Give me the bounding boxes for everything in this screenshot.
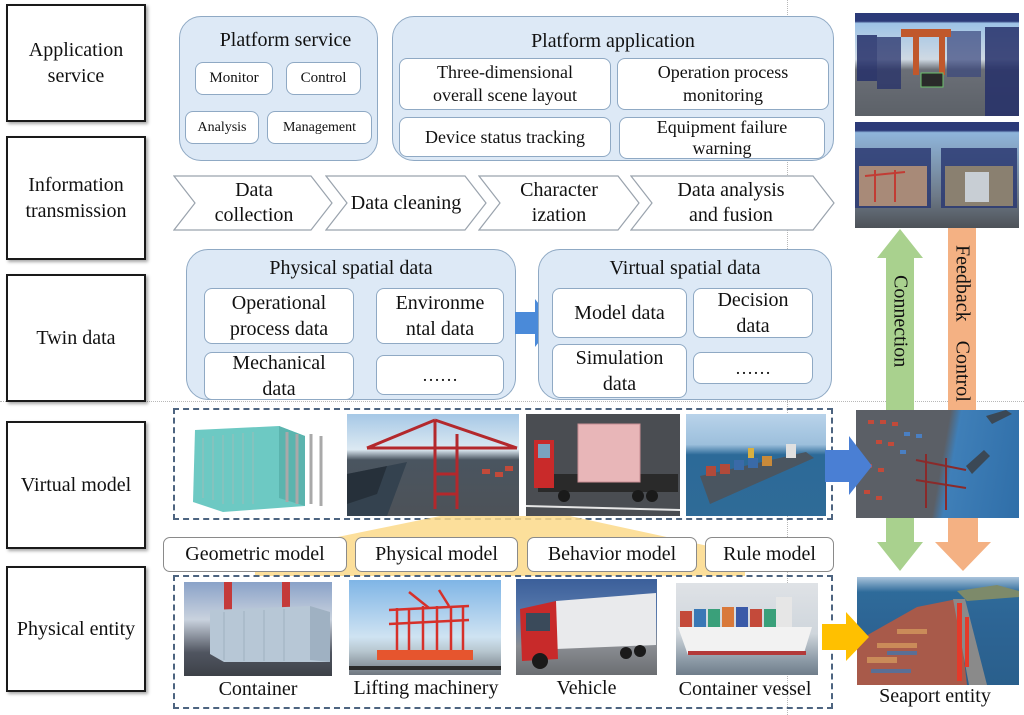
decision-data: Decision data (693, 288, 813, 338)
layer-label-information-transmission: Information transmission (6, 136, 146, 260)
service-analysis: Analysis (185, 111, 259, 144)
caption-container-vessel: Container vessel (678, 678, 812, 700)
platform-screenshot-monitoring (855, 122, 1019, 228)
step-data-cleaning: Data cleaning (325, 175, 487, 231)
app-equipment-failure-warning: Equipment failure warning (619, 117, 825, 159)
connection-arrow (877, 229, 923, 417)
service-monitor: Monitor (195, 62, 273, 95)
feedback-control-bar (948, 228, 976, 418)
chevron-shape (478, 175, 640, 231)
platform-application-panel: Platform application Three-dimensional o… (392, 16, 834, 161)
physical-data-more: …… (376, 355, 504, 395)
step-data-analysis-fusion: Data analysis and fusion (630, 175, 835, 231)
layer-label-application-service: Application service (6, 4, 146, 122)
chevron-shape (630, 175, 835, 231)
step-label: Data analysis and fusion (677, 179, 785, 226)
seaport-entity-photo (857, 577, 1019, 685)
connection-down-arrow (877, 518, 923, 571)
simulation-data: Simulation data (552, 344, 687, 398)
step-characterization: Character ization (478, 175, 640, 231)
layer-label-virtual-model: Virtual model (6, 421, 146, 549)
physical-spatial-data-panel: Physical spatial data Operational proces… (186, 249, 516, 400)
platform-application-title: Platform application (531, 30, 695, 52)
rule-model-tag: Rule model (705, 537, 834, 572)
service-control: Control (286, 62, 361, 95)
operational-process-data: Operational process data (204, 288, 354, 344)
geometric-model-tag: Geometric model (163, 537, 347, 572)
container-vessel-photo (676, 583, 818, 675)
step-label: Data collection (214, 179, 294, 226)
connection-label: Connection (889, 274, 912, 368)
divider-twin-virtual (0, 401, 1024, 402)
layer-label-physical-entity: Physical entity (6, 566, 146, 692)
physical-to-seaport-arrow (822, 612, 869, 661)
platform-service-title: Platform service (219, 29, 352, 51)
vessel-3d-model-image (686, 414, 826, 516)
caption-lifting-machinery: Lifting machinery (353, 677, 499, 699)
feedback-control-label: Feedback Control (951, 244, 974, 402)
platform-screenshot-3d-scene (855, 13, 1019, 116)
caption-container: Container (218, 678, 298, 700)
virtual-spatial-data-panel: Virtual spatial data Model data Decision… (538, 249, 832, 400)
container-photo (184, 582, 332, 676)
step-data-collection: Data collection (173, 175, 333, 231)
layer-label-twin-data: Twin data (6, 274, 146, 402)
chevron-shape (325, 175, 487, 231)
physical-model-tag: Physical model (355, 537, 518, 572)
step-label: Data cleaning (350, 191, 462, 214)
virtual-spatial-data-title: Virtual spatial data (609, 257, 761, 279)
environmental-data: Environme ntal data (376, 288, 504, 344)
caption-vehicle: Vehicle (556, 677, 617, 699)
virtual-data-more: …… (693, 352, 813, 384)
virtual-seaport-image (856, 410, 1019, 518)
lifting-machinery-photo (349, 580, 501, 675)
behavior-model-tag: Behavior model (527, 537, 697, 572)
container-3d-model-image (183, 418, 331, 514)
crane-3d-model-image (347, 414, 519, 516)
feedback-down-arrow (935, 518, 991, 571)
app-3d-scene-layout: Three-dimensional overall scene layout (399, 58, 611, 110)
app-device-status-tracking: Device status tracking (399, 117, 611, 157)
step-label: Character ization (520, 179, 598, 226)
chevron-shape (173, 175, 333, 231)
physical-spatial-data-title: Physical spatial data (269, 257, 433, 279)
model-data: Model data (552, 288, 687, 338)
virtual-to-seaport-arrow (825, 436, 872, 495)
truck-3d-model-image (526, 414, 680, 516)
mechanical-data: Mechanical data (204, 352, 354, 400)
app-operation-monitoring: Operation process monitoring (617, 58, 829, 110)
service-management: Management (267, 111, 372, 144)
platform-service-panel: Platform service Monitor Control Analysi… (179, 16, 378, 161)
vehicle-photo (516, 579, 657, 675)
seaport-entity-label: Seaport entity (879, 685, 991, 707)
